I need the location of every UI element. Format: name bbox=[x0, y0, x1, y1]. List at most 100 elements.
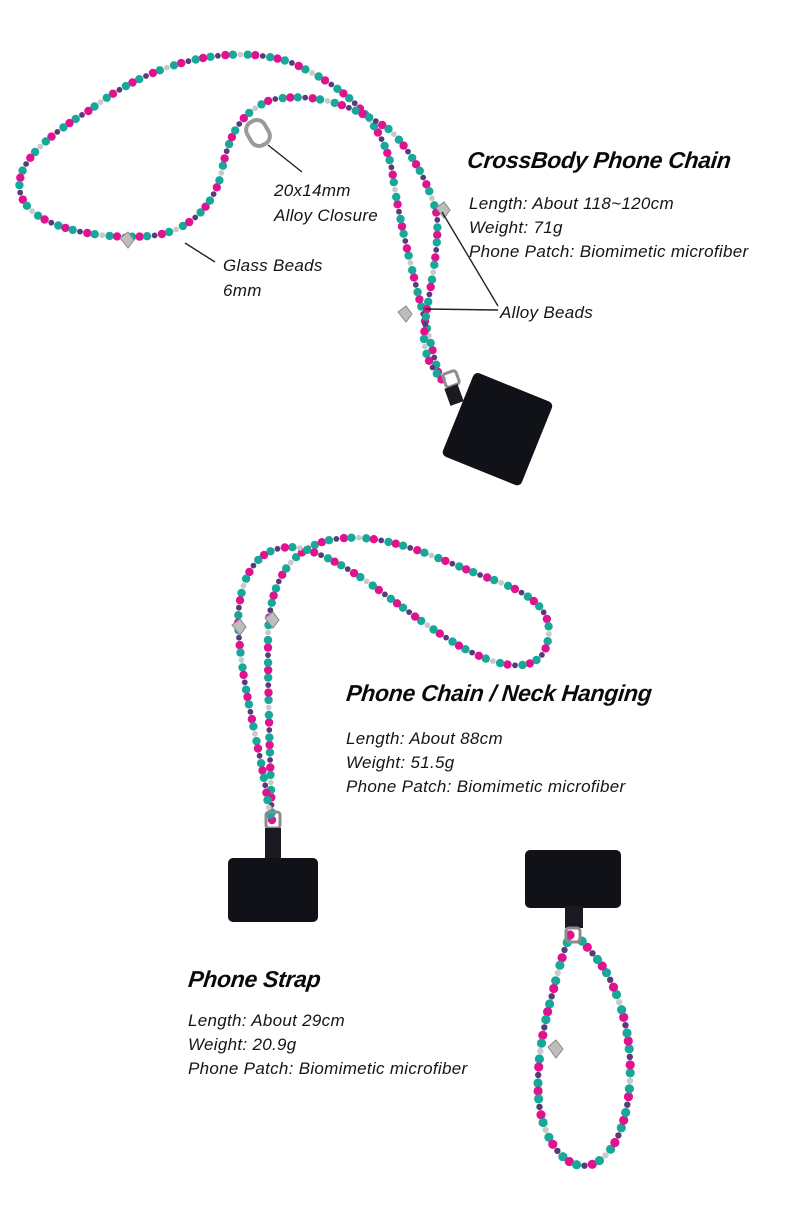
bead bbox=[557, 953, 567, 963]
bead bbox=[404, 251, 413, 260]
bead bbox=[564, 1156, 574, 1167]
bead bbox=[252, 736, 261, 746]
bead bbox=[363, 578, 370, 585]
bead bbox=[262, 782, 269, 789]
bead bbox=[413, 546, 422, 555]
bead bbox=[178, 221, 188, 231]
bead bbox=[490, 658, 496, 664]
bead bbox=[271, 584, 281, 593]
bead bbox=[26, 153, 35, 162]
bead bbox=[621, 1107, 631, 1118]
bead bbox=[392, 192, 401, 202]
bead bbox=[97, 99, 104, 105]
bead bbox=[220, 154, 229, 163]
bead bbox=[391, 131, 397, 138]
bead bbox=[365, 113, 374, 122]
bead bbox=[256, 752, 263, 759]
strap-weight: Weight: 20.9g bbox=[188, 1035, 297, 1054]
bead bbox=[555, 960, 565, 970]
bead bbox=[537, 1047, 544, 1055]
bead bbox=[18, 166, 27, 175]
bead bbox=[324, 536, 334, 545]
bead bbox=[112, 232, 122, 241]
bead bbox=[135, 232, 144, 241]
bead bbox=[40, 215, 49, 224]
bead bbox=[77, 228, 83, 235]
bead bbox=[535, 602, 544, 611]
bead bbox=[469, 568, 478, 577]
bead bbox=[422, 321, 428, 327]
bead bbox=[624, 1044, 634, 1054]
crossbody-chain bbox=[15, 50, 446, 384]
bead bbox=[424, 297, 433, 306]
bead bbox=[432, 238, 441, 247]
bead bbox=[402, 244, 412, 253]
bead bbox=[258, 766, 267, 775]
bead bbox=[265, 629, 271, 636]
bead bbox=[378, 537, 385, 544]
bead bbox=[221, 50, 230, 60]
bead bbox=[308, 94, 317, 103]
bead bbox=[198, 53, 208, 63]
bead bbox=[291, 553, 301, 562]
bead bbox=[90, 102, 99, 111]
bead bbox=[330, 98, 339, 108]
crossbody-title: CrossBody Phone Chain bbox=[466, 147, 733, 173]
bead bbox=[534, 1054, 545, 1064]
bead bbox=[254, 555, 263, 565]
bead bbox=[337, 561, 346, 570]
bead bbox=[533, 1086, 543, 1096]
crossbody-phone-patch bbox=[441, 369, 553, 486]
bead bbox=[624, 1084, 635, 1094]
bead bbox=[545, 999, 555, 1009]
bead bbox=[252, 105, 258, 112]
bead bbox=[351, 106, 360, 115]
bead bbox=[433, 247, 440, 253]
bead bbox=[525, 659, 534, 668]
bead bbox=[267, 598, 276, 607]
bead bbox=[534, 1094, 544, 1104]
bead bbox=[368, 581, 377, 590]
bead bbox=[309, 70, 315, 76]
strap-phone-patch bbox=[525, 850, 621, 944]
bead bbox=[597, 961, 607, 971]
bead bbox=[236, 604, 242, 611]
bead bbox=[239, 670, 248, 680]
bead bbox=[245, 567, 254, 577]
bead bbox=[71, 114, 80, 124]
bead bbox=[429, 625, 438, 634]
bead bbox=[256, 759, 266, 768]
bead bbox=[503, 581, 513, 590]
bead bbox=[534, 1062, 544, 1072]
bead bbox=[386, 594, 396, 603]
bead bbox=[538, 1030, 548, 1040]
bead bbox=[177, 58, 186, 68]
bead bbox=[266, 763, 275, 772]
bead bbox=[388, 170, 397, 179]
bead bbox=[369, 122, 379, 131]
bead bbox=[536, 1110, 546, 1120]
bead bbox=[606, 1144, 616, 1154]
bead bbox=[265, 740, 274, 750]
bead bbox=[538, 1117, 548, 1128]
bead bbox=[259, 773, 269, 783]
bead bbox=[602, 1152, 609, 1159]
bead bbox=[238, 663, 247, 672]
bead bbox=[317, 538, 326, 547]
bead bbox=[541, 1015, 551, 1025]
bead bbox=[413, 287, 422, 297]
bead bbox=[554, 969, 561, 977]
bead bbox=[196, 208, 205, 217]
bead bbox=[542, 1126, 549, 1134]
bead bbox=[264, 96, 273, 106]
bead bbox=[265, 682, 272, 688]
bead bbox=[427, 275, 437, 284]
bead bbox=[339, 533, 349, 543]
bead bbox=[236, 634, 242, 641]
strap-length: Length: About 29cm bbox=[188, 1011, 345, 1030]
bead bbox=[624, 1101, 631, 1108]
bead bbox=[432, 369, 441, 378]
bead bbox=[330, 557, 339, 566]
bead bbox=[565, 930, 575, 940]
bead bbox=[151, 232, 158, 239]
